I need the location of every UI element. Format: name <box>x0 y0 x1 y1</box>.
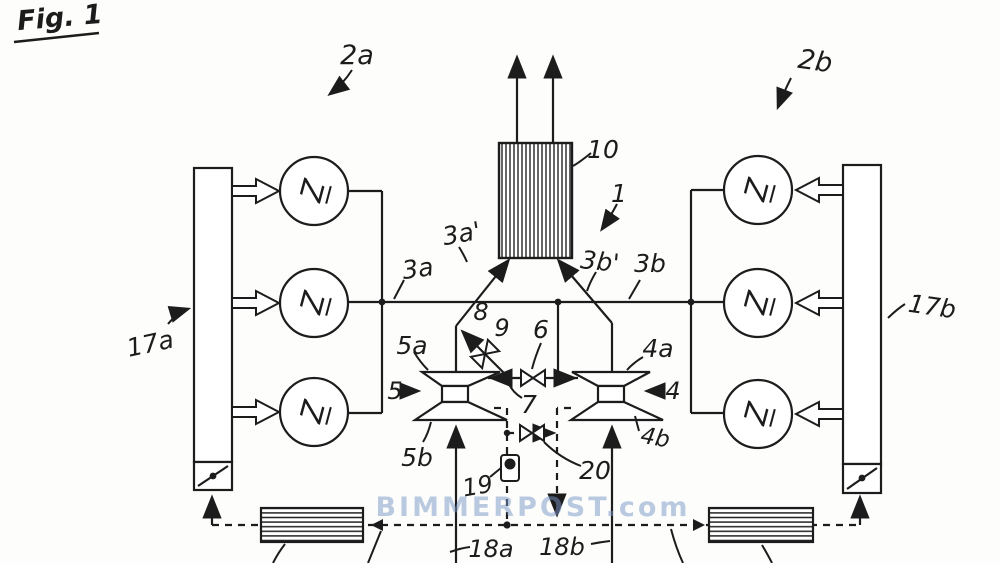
label-17b: 17b <box>907 289 958 324</box>
cylinders <box>278 154 794 450</box>
valve-20 <box>519 423 545 443</box>
label-3a-prime: 3a' <box>440 216 483 251</box>
egr-cooler-right <box>707 506 815 544</box>
label-3b-prime: 3b' <box>579 245 620 278</box>
pipework <box>348 54 724 563</box>
label-3a: 3a <box>400 252 435 285</box>
label-2b: 2b <box>796 44 834 79</box>
manifold-right <box>841 163 883 495</box>
charge-air-cooler <box>497 141 574 260</box>
label-18a: 18a <box>468 535 513 563</box>
label-4a: 4a <box>642 334 673 363</box>
bottom-leaders <box>272 528 773 563</box>
manifold-left-arrow <box>167 305 192 325</box>
intake-arrows <box>231 176 844 428</box>
cylinder-right-3 <box>722 378 794 450</box>
label-5a: 5a <box>396 331 427 360</box>
label-5b: 5b <box>401 443 433 472</box>
cylinder-right-2 <box>722 267 794 339</box>
label-17a: 17a <box>124 325 176 363</box>
throttle-left-dot <box>209 472 217 480</box>
charge-branch-right-line <box>556 258 613 324</box>
egr-arrow-right <box>693 519 705 531</box>
sensor-19 <box>500 454 520 482</box>
watermark-text: BIMMERPOST.com <box>375 492 690 523</box>
label-8: 8 <box>473 298 488 326</box>
egr-cooler-left <box>259 506 365 544</box>
turbo-right <box>567 370 664 422</box>
label-4b: 4b <box>639 423 672 454</box>
charge-branch-left-line <box>455 258 511 327</box>
label-2a: 2a <box>340 40 374 71</box>
label-19: 19 <box>460 470 495 503</box>
compressor-right-shape <box>571 370 651 388</box>
label-10: 10 <box>587 135 619 164</box>
egr-arrow-left <box>371 519 383 531</box>
figure-title-underline <box>13 31 100 44</box>
engine-arrow <box>600 203 620 232</box>
label-leaders <box>167 69 906 553</box>
label-9: 9 <box>494 314 509 342</box>
turbine-right-shape <box>567 400 664 422</box>
figure-title: Fig. 1 <box>16 0 104 37</box>
throttle-right-dot <box>858 474 866 482</box>
bank-left-arrow <box>327 69 353 97</box>
cylinder-right-1 <box>722 154 794 226</box>
label-3b: 3b <box>634 249 666 278</box>
reference-labels: 2a 2b 10 1 3a 3a' 3b' 3b 17a 17b 5a 5 5b… <box>124 40 958 563</box>
turbine-left-shape <box>411 400 508 422</box>
label-6: 6 <box>533 315 549 344</box>
valve-9 <box>468 337 502 371</box>
figure-title-text: Fig. 1 <box>16 0 104 37</box>
manifold-left <box>192 166 234 492</box>
valve-6 <box>520 368 546 388</box>
label-7: 7 <box>521 390 537 419</box>
label-1: 1 <box>611 179 627 208</box>
label-5: 5 <box>387 377 402 405</box>
bank-right-arrow <box>776 77 793 111</box>
label-4: 4 <box>665 377 680 405</box>
junction-dots <box>378 298 695 529</box>
turbo-left <box>411 370 508 422</box>
label-18b: 18b <box>539 533 585 561</box>
label-20: 20 <box>579 456 611 485</box>
